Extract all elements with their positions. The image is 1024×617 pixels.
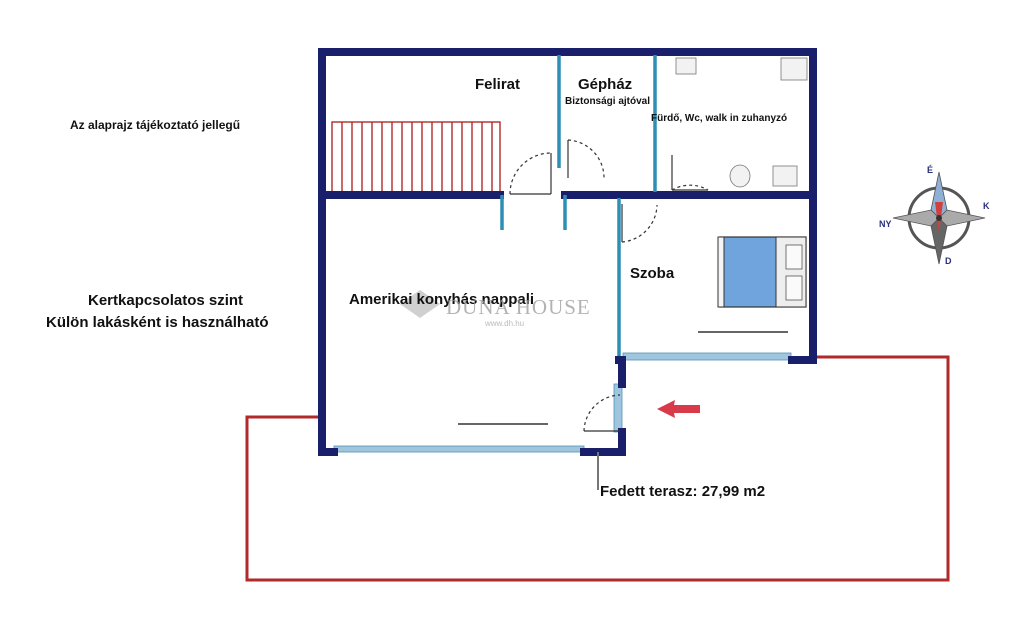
disclaimer-note: Az alaprajz tájékoztató jellegű [70, 118, 241, 132]
doors [509, 139, 709, 490]
bathroom-fixtures [675, 57, 808, 188]
compass-south: D [945, 256, 952, 266]
terrace-area-label: Fedett terasz: 27,99 m2 [600, 483, 766, 500]
level-label-line2: Külön lakásként is használható [46, 314, 269, 331]
room-label-szoba: Szoba [630, 265, 675, 282]
level-label-line1: Kertkapcsolatos szint [88, 292, 244, 309]
watermark-url: www.dh.hu [485, 319, 525, 328]
windows [333, 352, 792, 453]
compass-icon [892, 171, 986, 265]
compass-north: É [927, 165, 934, 175]
interior-walls [500, 55, 657, 356]
room-label-gephaz: Gépház [578, 76, 633, 93]
bed [717, 236, 807, 308]
compass-east: K [983, 201, 990, 211]
outer-walls [318, 48, 817, 456]
terrace-outline [245, 355, 950, 582]
sliding-door-marks [458, 331, 788, 425]
watermark-brand: DUNA HOUSE [446, 295, 591, 319]
watermark-logo-icon [400, 290, 440, 318]
staircase [331, 121, 501, 193]
room-label-felirat: Felirat [475, 76, 521, 93]
room-sublabel-gephaz: Biztonsági ajtóval [565, 96, 651, 107]
room-label-furdo: Fürdő, Wc, walk in zuhanyzó [651, 113, 788, 124]
room-label-nappali: Amerikai konyhás nappali [349, 291, 535, 308]
entrance-arrow-icon [657, 400, 700, 418]
compass-west: NY [879, 219, 892, 229]
